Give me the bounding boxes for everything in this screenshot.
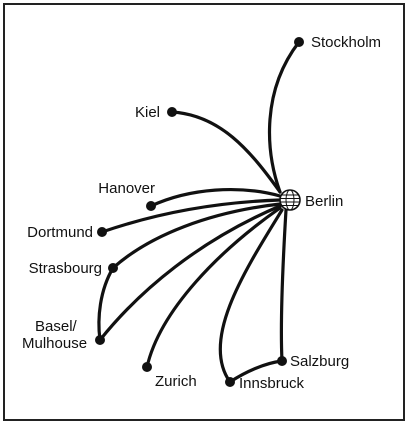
dot-basel	[95, 335, 105, 345]
label-hanover: Hanover	[98, 180, 155, 197]
label-strasbourg: Strasbourg	[29, 260, 102, 277]
label-innsbruck: Innsbruck	[239, 375, 305, 392]
dot-kiel	[167, 107, 177, 117]
route-berlin-zurich	[145, 206, 282, 369]
map-frame	[3, 3, 405, 421]
dot-innsbruck	[225, 377, 235, 387]
route-berlin-salzburg	[279, 208, 288, 363]
label-berlin: Berlin	[305, 193, 343, 210]
route-berlin-hanover	[149, 188, 282, 208]
route-berlin-stockholm	[268, 40, 301, 194]
label-basel-line1: Basel/	[35, 318, 78, 335]
route-berlin-dortmund	[100, 198, 282, 234]
dot-strasbourg	[108, 263, 118, 273]
dot-hanover	[146, 201, 156, 211]
label-salzburg: Salzburg	[290, 353, 349, 370]
city-labels: Berlin Stockholm Kiel Hanover Dortmund S…	[22, 34, 381, 392]
label-basel-line2: Mulhouse	[22, 335, 87, 352]
dot-stockholm	[294, 37, 304, 47]
route-berlin-strasbourg	[111, 202, 282, 270]
route-berlin-basel	[98, 204, 282, 342]
label-dortmund: Dortmund	[27, 224, 93, 241]
route-berlin-kiel	[170, 110, 282, 194]
label-stockholm: Stockholm	[311, 34, 381, 51]
label-kiel: Kiel	[135, 104, 160, 121]
label-zurich: Zurich	[155, 373, 197, 390]
dot-zurich	[142, 362, 152, 372]
route-berlin-innsbruck	[218, 208, 284, 384]
routes	[97, 40, 301, 384]
city-dots	[95, 37, 304, 387]
dot-dortmund	[97, 227, 107, 237]
berlin-globe-icon	[279, 189, 301, 211]
route-strasbourg-basel	[97, 266, 115, 342]
dot-salzburg	[277, 356, 287, 366]
